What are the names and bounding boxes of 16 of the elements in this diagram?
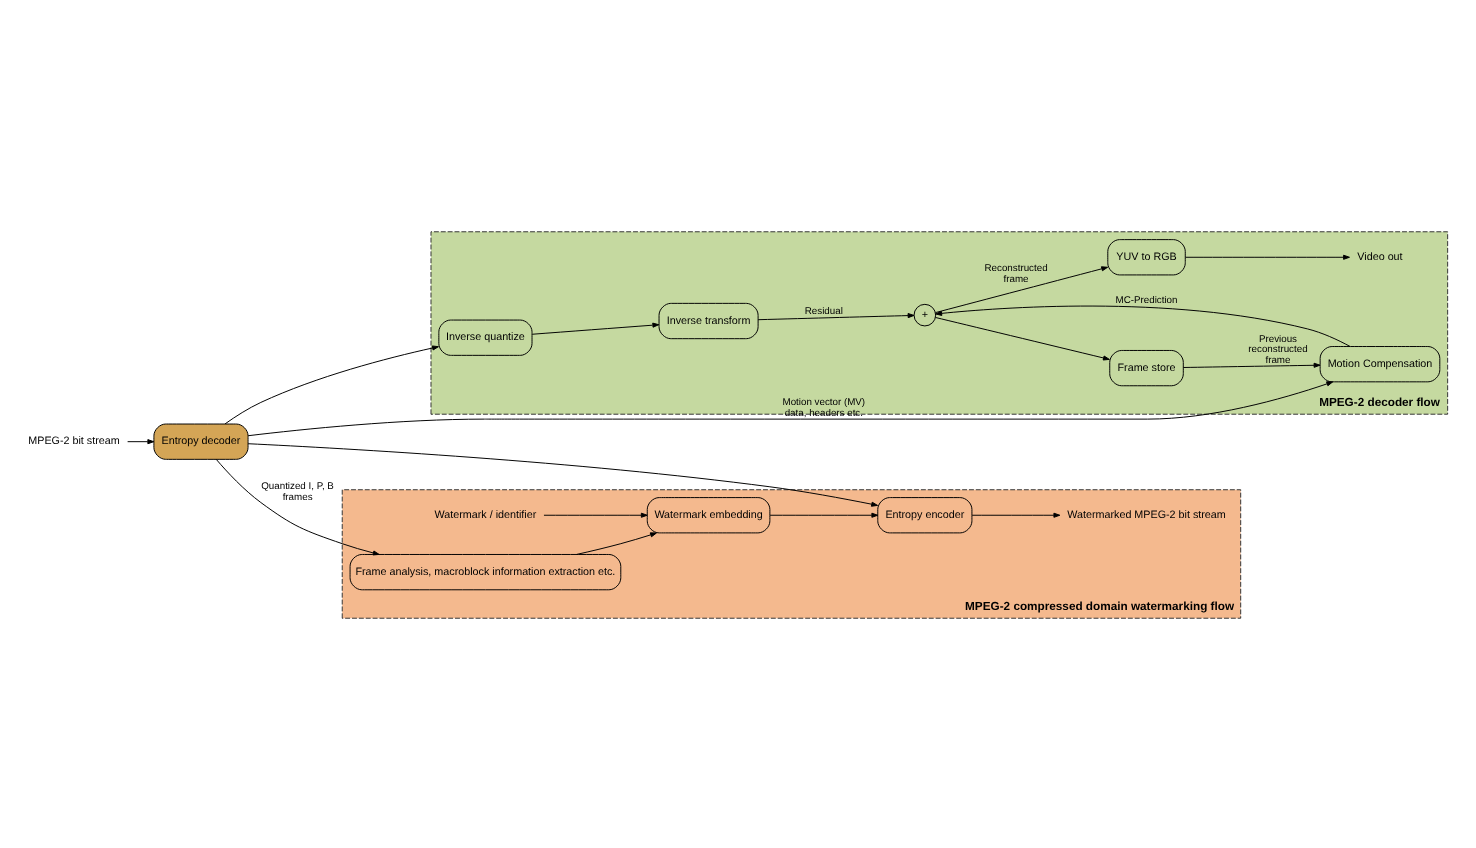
- arrow: [247, 442, 879, 506]
- arrow: [531, 321, 660, 334]
- arrow: [1185, 253, 1350, 259]
- arrow: [543, 511, 648, 517]
- arrow: [127, 438, 155, 444]
- arrow: [576, 531, 657, 554]
- arrow: [935, 265, 1109, 313]
- arrow: [247, 380, 1334, 436]
- arrow: [224, 344, 439, 424]
- arrow: [971, 511, 1061, 517]
- arrow: [1182, 361, 1321, 367]
- arrow: [769, 511, 879, 517]
- arrow: [757, 312, 915, 320]
- arrow: [935, 304, 1351, 346]
- arrow: [935, 316, 1110, 360]
- arrow: [215, 458, 380, 555]
